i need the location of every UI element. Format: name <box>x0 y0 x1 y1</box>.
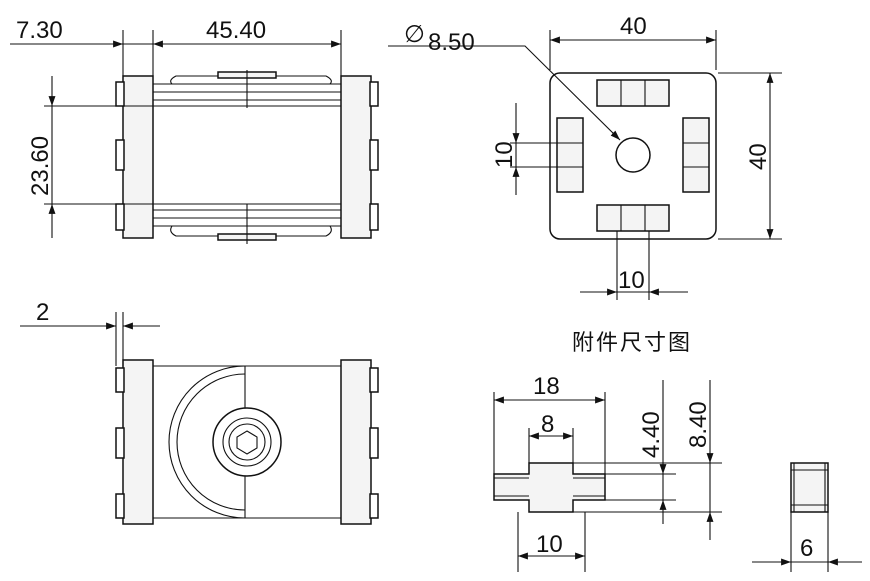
dim-8-50-label: 8.50 <box>428 29 475 56</box>
hex-socket-icon <box>236 430 258 455</box>
dim-2-label: 2 <box>36 299 49 326</box>
dim-plate-width-label: 40 <box>620 13 647 40</box>
dim-8-40-label: 8.40 <box>685 401 712 448</box>
dim-nut-bottom-label: 10 <box>536 531 563 558</box>
dim-23-60-label: 23.60 <box>27 136 54 196</box>
side-view: 2 <box>20 299 379 525</box>
dim-4-40-label: 4.40 <box>638 411 665 458</box>
plate-view: ∅ 8.50 40 40 10 10 <box>388 13 782 300</box>
caption: 附件尺寸图 <box>572 331 692 356</box>
dim-slot-left-label: 10 <box>491 141 518 168</box>
side-right-block <box>340 359 372 525</box>
dim-6-label: 6 <box>800 535 813 562</box>
left-clamp-block <box>122 75 154 239</box>
center-hole <box>615 137 651 173</box>
dim-slot-bottom-label: 10 <box>618 267 645 294</box>
end-view: 6 <box>752 462 862 572</box>
rounded-bracket <box>168 365 246 519</box>
right-clamp-block <box>340 75 372 239</box>
top-view: 7.30 45.40 23.60 <box>10 17 379 244</box>
dim-45-40-label: 45.40 <box>206 17 266 44</box>
left-slot <box>556 117 584 193</box>
dim-plate-height-label: 40 <box>745 143 772 170</box>
nut-end-view <box>790 462 829 513</box>
top-slot <box>596 79 670 107</box>
side-left-block <box>122 359 154 525</box>
dim-7-30-label: 7.30 <box>16 17 63 44</box>
dim-18-label: 18 <box>533 373 560 400</box>
nut-view: 18 8 10 4.40 8.40 <box>493 373 722 572</box>
bottom-slot <box>596 204 670 232</box>
t-nut-profile <box>493 462 606 513</box>
dim-8-label: 8 <box>541 411 554 438</box>
dim-hole-symbol: ∅ <box>404 21 425 48</box>
right-slot <box>682 117 710 193</box>
